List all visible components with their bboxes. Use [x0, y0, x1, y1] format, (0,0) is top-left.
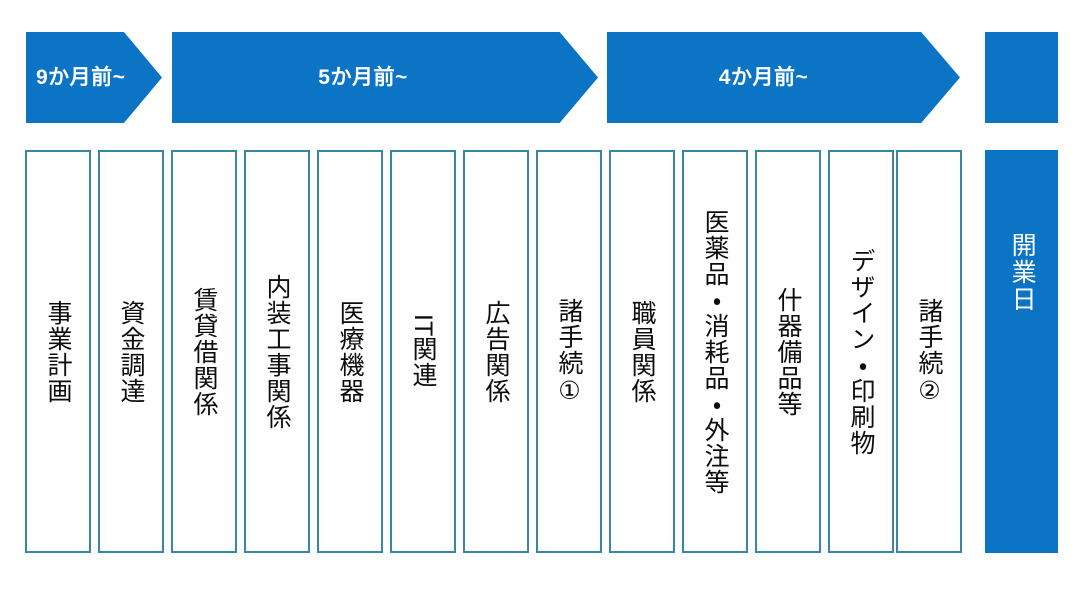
phase-arrow-4-months[interactable]: 4か月前~ — [607, 32, 960, 123]
task-column-label-latin: IT — [409, 314, 437, 337]
task-column-label: 賃貸借関係 — [190, 286, 218, 417]
timeline-phase-band: 9か月前~ 5か月前~ 4か月前~ — [0, 0, 1080, 150]
opening-day-label: 開業日 — [1008, 232, 1037, 313]
task-column-label: 事業計画 — [44, 299, 72, 404]
task-column-3[interactable]: 賃貸借関係 — [171, 150, 237, 553]
task-column-label: 什器備品等 — [774, 286, 802, 417]
opening-day-column[interactable]: 開業日 — [985, 150, 1058, 553]
task-column-5[interactable]: 医療機器 — [317, 150, 383, 553]
phase-arrow-label: 9か月前~ — [36, 66, 126, 89]
task-column-11[interactable]: 什器備品等 — [755, 150, 821, 553]
task-column-label: 諸手続② — [915, 297, 943, 406]
task-column-1[interactable]: 事業計画 — [25, 150, 91, 553]
opening-day-banner-block — [985, 32, 1058, 123]
task-column-label: 内装工事関係 — [263, 273, 291, 430]
task-column-13[interactable]: 諸手続② — [896, 150, 962, 553]
task-column-label: 広告関係 — [482, 299, 510, 404]
task-column-6[interactable]: IT関連 — [390, 150, 456, 553]
task-column-7[interactable]: 広告関係 — [463, 150, 529, 553]
task-column-label: IT関連 — [409, 314, 437, 389]
task-column-4[interactable]: 内装工事関係 — [244, 150, 310, 553]
task-column-10[interactable]: 医薬品・消耗品・外注等 — [682, 150, 748, 553]
task-column-label: 医薬品・消耗品・外注等 — [701, 208, 729, 495]
task-column-2[interactable]: 資金調達 — [98, 150, 164, 553]
task-column-label-rest: 関連 — [409, 336, 437, 389]
task-column-9[interactable]: 職員関係 — [609, 150, 675, 553]
phase-arrow-label: 5か月前~ — [318, 66, 408, 89]
task-column-8[interactable]: 諸手続① — [536, 150, 602, 553]
phase-arrow-label: 4か月前~ — [718, 66, 809, 89]
task-column-label: 医療機器 — [336, 299, 364, 404]
phase-arrow-5-months[interactable]: 5か月前~ — [172, 32, 598, 123]
task-column-12[interactable]: デザイン・印刷物 — [828, 150, 894, 553]
task-column-label: 資金調達 — [117, 299, 145, 404]
task-column-label: 職員関係 — [628, 299, 656, 404]
phase-arrow-9-months[interactable]: 9か月前~ — [26, 32, 162, 123]
task-column-label: デザイン・印刷物 — [847, 247, 875, 456]
task-column-label: 諸手続① — [555, 297, 583, 406]
task-column-row: 事業計画 資金調達 賃貸借関係 内装工事関係 医療機器 IT関連 広告関係 諸手… — [0, 150, 1080, 554]
